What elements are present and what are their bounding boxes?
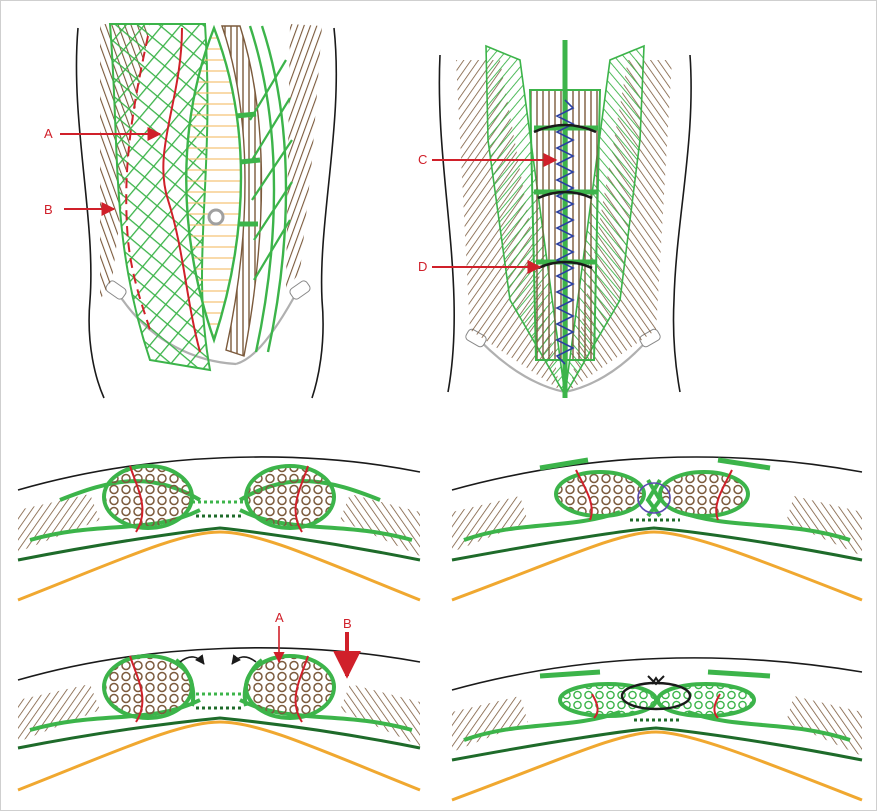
left-rectus-1 <box>104 466 192 528</box>
label-B: B <box>44 202 53 217</box>
right-rectus-2 <box>660 472 748 516</box>
umbilicus <box>209 210 223 224</box>
label-A: A <box>44 126 53 141</box>
right-rectus-4 <box>658 684 754 716</box>
bottom-label-A: A <box>275 610 284 625</box>
left-rectus-2 <box>556 472 644 516</box>
right-rectus-3 <box>246 656 334 718</box>
label-D: D <box>418 259 427 274</box>
left-rectus-3 <box>104 656 192 718</box>
right-rectus-1 <box>246 466 334 528</box>
bottom-label-B: B <box>343 616 352 631</box>
left-rectus-4 <box>560 684 656 716</box>
label-C: C <box>418 152 427 167</box>
